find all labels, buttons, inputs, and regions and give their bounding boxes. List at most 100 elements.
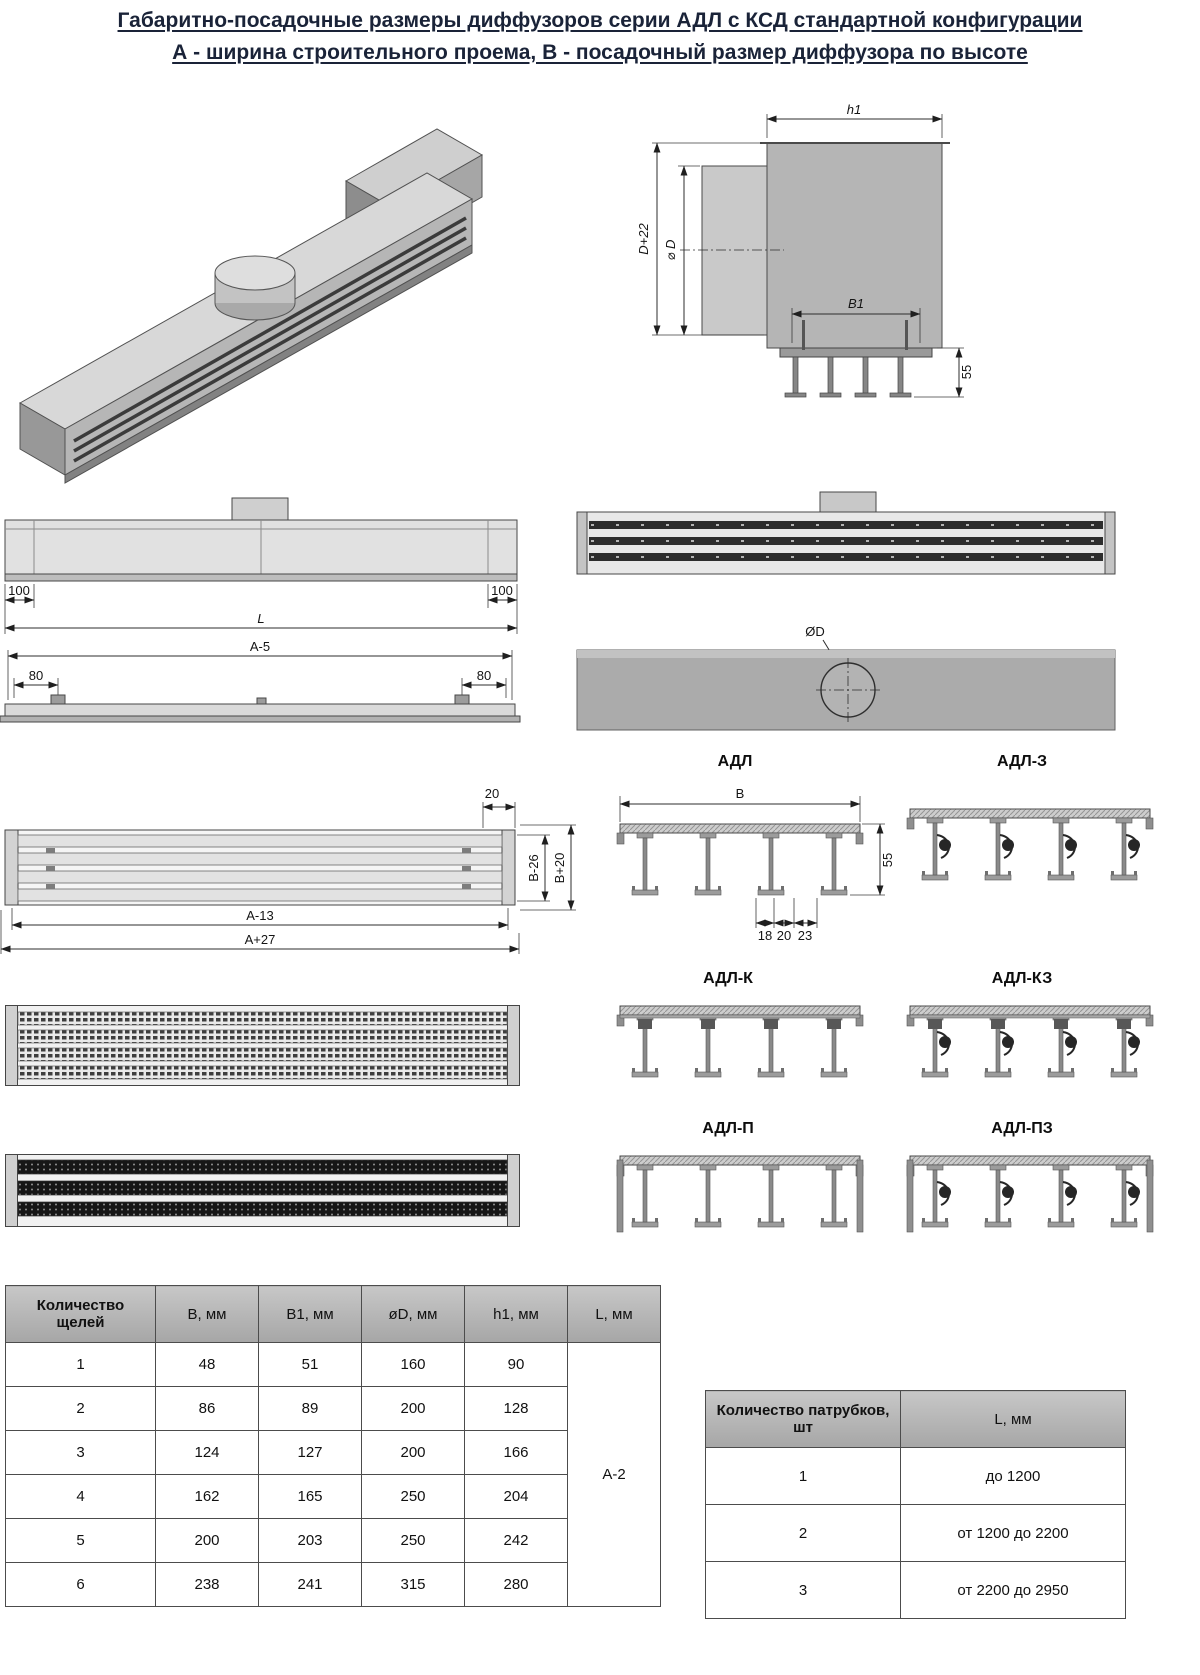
cell: 166 (464, 1430, 568, 1475)
dim-label-a-minus-5: А-5 (250, 639, 270, 654)
table-row: 6 238 241 315 280 (5, 1562, 661, 1607)
diffuser-profile (784, 356, 912, 398)
dim-label-55-section: 55 (880, 853, 895, 867)
cell: 2 (705, 1504, 901, 1562)
dim-label-d-plus-22: D+22 (636, 223, 651, 255)
front-view: 100 100 L (4, 497, 518, 634)
slot-bands (589, 521, 1103, 561)
col-header-length: L, мм (900, 1390, 1126, 1448)
diffuser-plate (779, 347, 933, 358)
dim-label-b-minus-26: В-26 (526, 854, 541, 881)
dim-label-80-right: 80 (477, 668, 491, 683)
damper-hooks (936, 834, 1141, 859)
adl-p-profile (616, 1155, 864, 1228)
dim-label-100-left: 100 (8, 583, 30, 598)
dotted-grille-view (5, 1154, 520, 1227)
cell: 200 (361, 1430, 465, 1475)
perforated-grille-view (5, 1005, 520, 1086)
adl-pz-section-drawing (906, 1155, 1154, 1233)
adl-z-section-drawing (906, 808, 1154, 881)
perforated-bands (17, 1159, 508, 1217)
col-header-b1: B1, мм (258, 1285, 362, 1343)
label-adl-z: АДЛ-З (996, 753, 1048, 770)
cell: 6 (5, 1562, 156, 1607)
label-adl-p: АДЛ-П (702, 1120, 754, 1137)
cell: 315 (361, 1562, 465, 1607)
cell: 204 (464, 1474, 568, 1519)
cell: 203 (258, 1518, 362, 1563)
dim-label-B: В (736, 786, 745, 801)
slot-face-view (576, 491, 1116, 575)
cell: 1 (5, 1342, 156, 1387)
cell: от 1200 до 2200 (900, 1504, 1126, 1562)
cell: 160 (361, 1342, 465, 1387)
round-spigot (214, 255, 296, 321)
label-adl-kz: АДЛ-КЗ (991, 970, 1053, 987)
back-view: ØD (576, 624, 1116, 731)
table-row: 1 48 51 160 90 А-2 (5, 1342, 661, 1607)
collar-stub (231, 497, 289, 521)
cell: 48 (155, 1342, 259, 1387)
damper-hooks (936, 1031, 1141, 1056)
cell: 3 (705, 1561, 901, 1619)
table-row: 5 200 203 250 242 (5, 1518, 661, 1563)
cell: 165 (258, 1474, 362, 1519)
dimensions-table-wrap: Количество щелей B, мм B1, мм øD, мм h1,… (5, 1285, 661, 1607)
dim-label-100-right: 100 (491, 583, 513, 598)
adl-profile (616, 823, 864, 896)
cell: до 1200 (900, 1447, 1126, 1505)
table-row: 4 162 165 250 204 (5, 1474, 661, 1519)
dim-label-phi-d: ⌀ D (663, 240, 678, 261)
cell: 5 (5, 1518, 156, 1563)
side-section-view: h1 D+22 ⌀ D B1 55 (636, 102, 974, 398)
cell: 280 (464, 1562, 568, 1607)
pipes-table-wrap: Количество патрубков, шт L, мм 1 до 1200… (705, 1390, 1126, 1619)
isometric-view (18, 128, 484, 484)
cell: 241 (258, 1562, 362, 1607)
cell: 89 (258, 1386, 362, 1431)
grille-slats (17, 834, 503, 902)
table-row: 2 86 89 200 128 (5, 1386, 661, 1431)
mounting-profile-view: А-5 80 80 (0, 639, 521, 723)
cell: 250 (361, 1518, 465, 1563)
side-plates (616, 1159, 864, 1233)
mesh-bands (17, 1011, 508, 1080)
dim-label-phi-d-top: ØD (805, 624, 825, 639)
title-line-2: А - ширина строительного проема, В - пос… (172, 40, 1028, 64)
cell: 4 (5, 1474, 156, 1519)
col-header-pipe-count: Количество патрубков, шт (705, 1390, 901, 1448)
adl-p-section-drawing (616, 1155, 864, 1233)
cell: 86 (155, 1386, 259, 1431)
adl-section-drawing: В 55 18 20 23 (616, 786, 895, 943)
dimensions-table: Количество щелей B, мм B1, мм øD, мм h1,… (5, 1285, 661, 1607)
header-row: Количество щелей B, мм B1, мм øD, мм h1,… (5, 1285, 661, 1343)
cell: 242 (464, 1518, 568, 1563)
slot-lines (73, 216, 467, 463)
damper-hooks (936, 1181, 1141, 1206)
grille-front-view: 20 В-26 В+20 А-13 А+27 (0, 786, 576, 954)
cell: от 2200 до 2950 (900, 1561, 1126, 1619)
cell: 127 (258, 1430, 362, 1475)
dim-label-b1: B1 (848, 296, 864, 311)
dim-label-20: 20 (777, 928, 791, 943)
table-row: 3 от 2200 до 2950 (705, 1561, 1126, 1619)
dim-label-h1: h1 (847, 102, 861, 117)
clip-elements (909, 1014, 1151, 1030)
col-header-b: B, мм (155, 1285, 259, 1343)
cell: 124 (155, 1430, 259, 1475)
adl-k-section-drawing (616, 1005, 864, 1078)
adl-kz-section-drawing (906, 1005, 1154, 1078)
label-adl-k: АДЛ-К (703, 970, 753, 987)
dim-label-23: 23 (798, 928, 812, 943)
cell: 200 (361, 1386, 465, 1431)
dim-label-20-top: 20 (485, 786, 499, 801)
cell: 2 (5, 1386, 156, 1431)
cell: 238 (155, 1562, 259, 1607)
cell: 200 (155, 1518, 259, 1563)
label-adl-pz: АДЛ-ПЗ (991, 1120, 1053, 1137)
pipes-table: Количество патрубков, шт L, мм 1 до 1200… (705, 1390, 1126, 1619)
cell: 250 (361, 1474, 465, 1519)
dim-label-18: 18 (758, 928, 772, 943)
table-row: 1 до 1200 (705, 1447, 1126, 1505)
title-line-1: Габаритно-посадочные размеры диффузоров … (117, 9, 1083, 32)
